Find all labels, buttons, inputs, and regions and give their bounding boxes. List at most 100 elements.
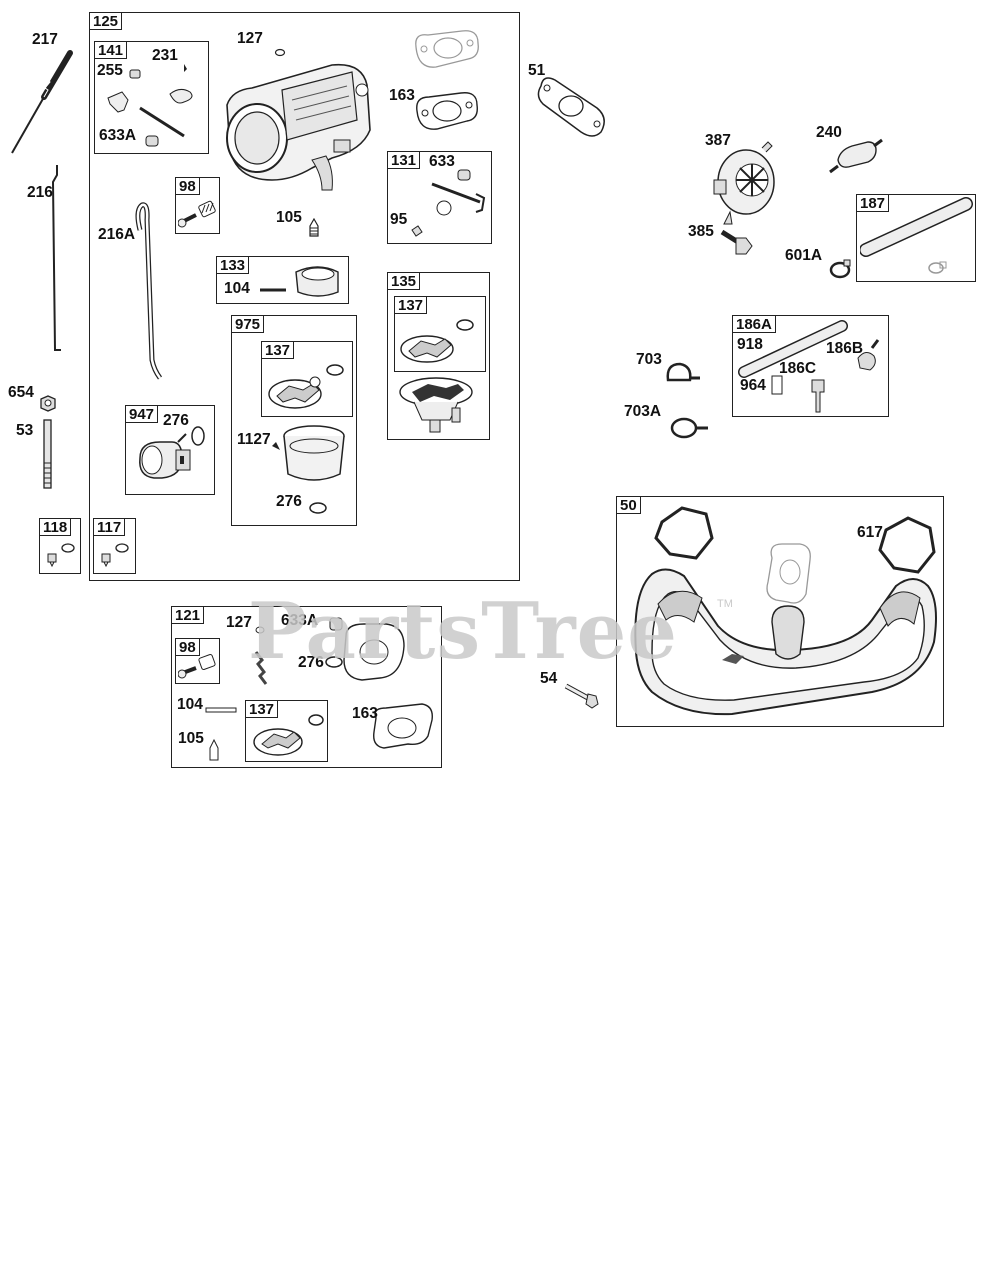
part-label-186b[interactable]: 186B xyxy=(826,340,864,357)
o-ring-icon xyxy=(274,48,286,57)
part-label-217[interactable]: 217 xyxy=(32,31,58,48)
part-label-216a[interactable]: 216A xyxy=(98,226,136,243)
group-133-box: 133 xyxy=(216,256,349,304)
fuel-pump-icon xyxy=(713,141,775,225)
group-133-tag: 133 xyxy=(217,257,250,274)
air-cleaner-gasket-icon xyxy=(416,92,478,130)
part-label-633a-1[interactable]: 633A xyxy=(99,127,137,144)
part-label-105-1[interactable]: 105 xyxy=(276,209,302,226)
group-117-box: 117 xyxy=(93,518,136,574)
clamp-703a-icon xyxy=(670,417,708,439)
part-label-1127[interactable]: 1127 xyxy=(237,431,271,448)
group-121-box: 121 xyxy=(171,606,442,768)
partstree-watermark: PartsTree xyxy=(248,586,678,677)
group-131-tag: 131 xyxy=(388,152,421,169)
group-121-tag: 121 xyxy=(172,607,205,624)
part-label-633a-2[interactable]: 633A xyxy=(281,612,319,629)
group-98-tag: 98 xyxy=(176,178,200,195)
throttle-shaft-kit-icon xyxy=(107,64,193,147)
float-bowl-assembly-icon xyxy=(399,377,473,433)
group-186a-box: 186A xyxy=(732,315,889,417)
bolt-icon xyxy=(564,683,599,709)
group-118-tag: 118 xyxy=(40,519,72,536)
part-label-51[interactable]: 51 xyxy=(528,62,546,79)
main-jet-icon xyxy=(309,218,319,237)
part-label-95[interactable]: 95 xyxy=(390,211,408,228)
part-label-186c[interactable]: 186C xyxy=(779,360,817,377)
group-975-box: 975 xyxy=(231,315,357,526)
group-135-tag: 135 xyxy=(388,273,421,290)
group-137-box-b: 137 xyxy=(261,341,353,417)
part-label-216[interactable]: 216 xyxy=(27,184,53,201)
governor-rod-icon xyxy=(51,165,61,351)
part-label-964[interactable]: 964 xyxy=(740,377,766,394)
group-50-tag: 50 xyxy=(617,497,641,514)
part-label-127-2[interactable]: 127 xyxy=(226,614,252,631)
part-label-105-2[interactable]: 105 xyxy=(178,730,204,747)
group-137-tag-b: 137 xyxy=(262,342,295,359)
part-label-617[interactable]: 617 xyxy=(857,524,883,541)
part-label-163-2[interactable]: 163 xyxy=(352,705,378,722)
group-131-box: 131 xyxy=(387,151,492,244)
governor-spring-rod-icon xyxy=(135,202,163,380)
idle-screw-spring-icon-b xyxy=(178,654,216,679)
gasket-kit-icon-b xyxy=(268,364,344,409)
part-label-703a[interactable]: 703A xyxy=(624,403,662,420)
fuel-line-icon xyxy=(860,197,973,274)
group-135-box: 135 xyxy=(387,272,490,440)
part-label-255[interactable]: 255 xyxy=(97,62,123,79)
part-label-387[interactable]: 387 xyxy=(705,132,731,149)
float-icon xyxy=(260,266,339,297)
idle-screw-spring-icon xyxy=(178,200,216,228)
nut-icon xyxy=(40,395,56,412)
fuel-filter-icon xyxy=(829,138,883,174)
choke-shaft-kit-icon xyxy=(411,169,486,237)
group-975-tag: 975 xyxy=(232,316,265,333)
group-187-tag: 187 xyxy=(857,195,890,212)
part-label-633[interactable]: 633 xyxy=(429,153,455,170)
group-125-box: 125 xyxy=(89,12,520,581)
group-141-tag: 141 xyxy=(95,42,128,59)
trademark-mark: TM xyxy=(717,598,733,610)
gasket-kit-icon-a xyxy=(400,319,474,363)
carburetor-gasket-icon xyxy=(415,30,479,68)
float-bowl-icon xyxy=(272,425,345,514)
group-947-tag: 947 xyxy=(126,406,159,423)
carburetor-overhaul-kit-icon xyxy=(205,617,433,761)
hose-clamp-icon xyxy=(829,259,851,279)
group-947-box: 947 xyxy=(125,405,215,495)
part-label-54[interactable]: 54 xyxy=(540,670,558,687)
part-label-276-2[interactable]: 276 xyxy=(276,493,302,510)
group-137-tag-a: 137 xyxy=(395,297,428,314)
group-141-box: 141 xyxy=(94,41,209,154)
part-label-163-1[interactable]: 163 xyxy=(389,87,415,104)
group-50-box: 50 xyxy=(616,496,944,727)
fuel-solenoid-icon xyxy=(139,426,205,479)
part-label-104-2[interactable]: 104 xyxy=(177,696,203,713)
part-label-918[interactable]: 918 xyxy=(737,336,763,353)
group-117-tag: 117 xyxy=(94,519,126,536)
screw-washer-icon-117 xyxy=(101,543,129,568)
group-137-tag-c: 137 xyxy=(246,701,279,718)
screw-washer-icon-118 xyxy=(47,543,75,568)
part-label-703[interactable]: 703 xyxy=(636,351,662,368)
part-label-104-1[interactable]: 104 xyxy=(224,280,250,297)
group-98-box-b: 98 xyxy=(175,638,220,684)
intake-gasket-icon xyxy=(537,77,605,137)
intake-manifold-icon xyxy=(634,506,937,716)
part-label-276-3[interactable]: 276 xyxy=(298,654,324,671)
part-label-385[interactable]: 385 xyxy=(688,223,714,240)
part-label-231[interactable]: 231 xyxy=(152,47,178,64)
group-187-box: 187 xyxy=(856,194,976,282)
part-label-654[interactable]: 654 xyxy=(8,384,34,401)
part-label-240[interactable]: 240 xyxy=(816,124,842,141)
part-label-127-1[interactable]: 127 xyxy=(237,30,263,47)
group-137-box-c: 137 xyxy=(245,700,328,762)
choke-link-spring-icon xyxy=(11,50,73,154)
part-label-276-1[interactable]: 276 xyxy=(163,412,189,429)
group-98-box: 98 xyxy=(175,177,220,234)
part-label-601a[interactable]: 601A xyxy=(785,247,823,264)
group-125-tag: 125 xyxy=(90,13,123,30)
part-label-53[interactable]: 53 xyxy=(16,422,34,439)
